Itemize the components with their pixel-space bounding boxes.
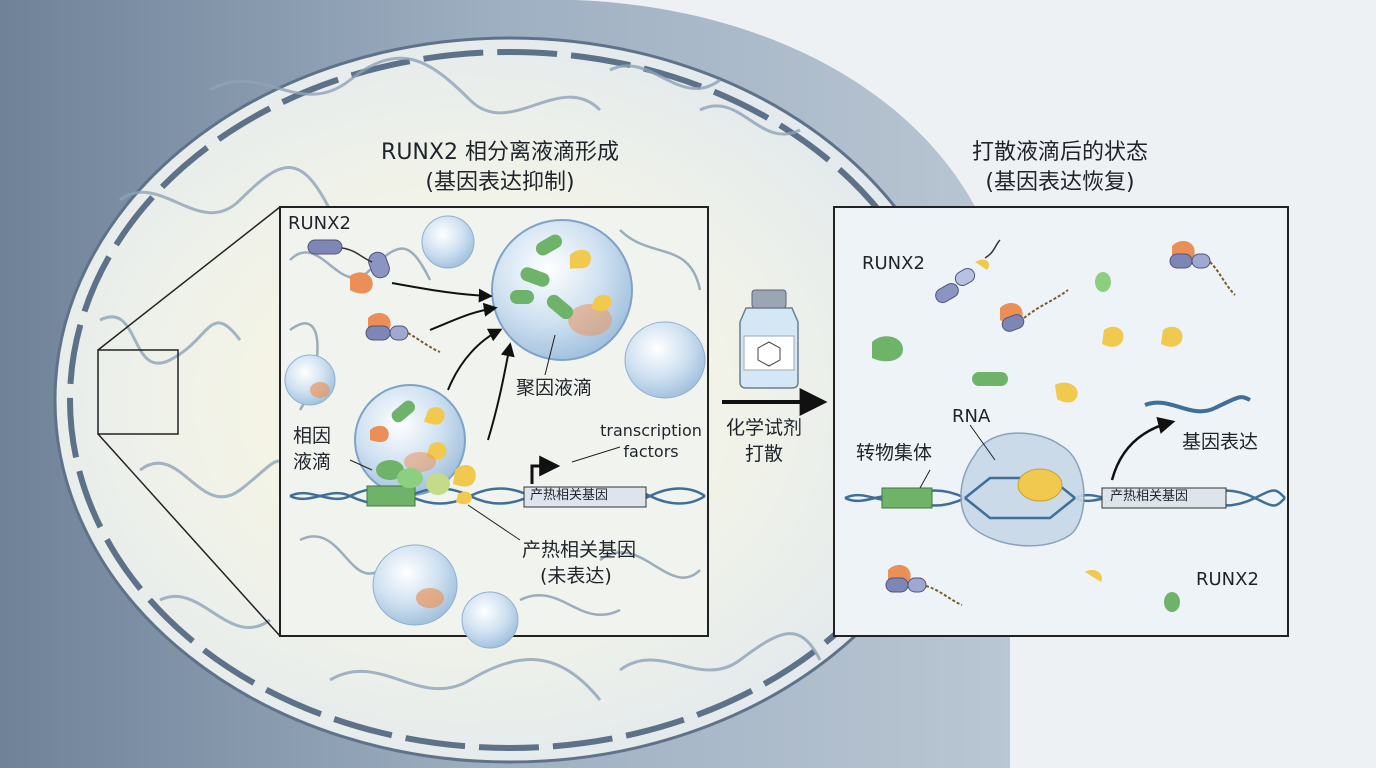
phase-droplet-contents: [370, 400, 447, 472]
droplet: [624, 321, 706, 399]
transcription-complex-label: 转物集体: [856, 442, 933, 464]
promoter-arrow: [530, 455, 561, 484]
zoom-line-top: [97, 206, 281, 351]
tf-label-line1: transcription: [600, 421, 702, 440]
recruit-arrow: [429, 302, 498, 331]
expression-arrow: [1110, 416, 1176, 481]
right-title-line1: 打散液滴后的状态: [971, 140, 1148, 165]
runx2-protein: [1000, 289, 1069, 332]
right-title-line2: (基因表达恢复): [985, 170, 1135, 195]
leader-line: [467, 504, 521, 541]
recruit-arrow: [487, 342, 515, 441]
expression-label: 基因表达: [1182, 431, 1259, 453]
polymerase-core: [1017, 468, 1063, 502]
gene-box-left: [523, 486, 647, 508]
gene-box-right: [1101, 487, 1227, 509]
runx2-protein: [1169, 241, 1236, 296]
phase-droplet-label-line1: 相因: [293, 425, 332, 447]
gene-box-left-text: 产热相关基因: [530, 488, 609, 503]
runx2-protein: [935, 239, 1001, 304]
leader-line: [571, 446, 621, 463]
zoom-line-bottom: [97, 433, 281, 637]
orange-core: [310, 382, 330, 398]
reagent-vial: [739, 289, 799, 389]
droplet: [421, 215, 475, 269]
leader-line: [919, 469, 931, 489]
runx2-label-right-bottom: RUNX2: [1196, 569, 1259, 590]
orange-core: [416, 588, 444, 608]
runx2-protein: [885, 565, 963, 606]
rna-label: RNA: [952, 406, 991, 427]
droplet: [372, 544, 458, 626]
left-title-line2: (基因表达抑制): [425, 170, 575, 195]
recruit-arrow: [447, 328, 503, 391]
zoom-region: [97, 349, 179, 435]
green-dna-block: [366, 485, 416, 507]
runx2-label-right-top: RUNX2: [862, 253, 925, 274]
free-protein: [872, 272, 1183, 612]
right-panel: [833, 206, 1289, 637]
leader-line: [544, 334, 556, 376]
runx2-protein: [365, 313, 441, 353]
left-panel-chromatin: [289, 229, 702, 617]
mrna-strand: [1144, 395, 1251, 414]
green-dna-block: [881, 487, 933, 509]
recruit-arrow: [391, 282, 493, 303]
reagent-label-line2: 打散: [745, 443, 784, 465]
bound-proteins: [376, 460, 476, 505]
runx2-protein: [307, 239, 390, 294]
droplet: [284, 354, 336, 406]
left-title-line1: RUNX2 相分离液滴形成: [381, 140, 619, 165]
leader-line: [349, 459, 373, 471]
runx2-label-left: RUNX2: [288, 213, 351, 234]
phase-droplet-label-line2: 液滴: [293, 451, 332, 473]
leader-line: [969, 424, 996, 461]
condensate-label: 聚因液滴: [516, 377, 593, 399]
reagent-label-line1: 化学试剂: [726, 417, 803, 439]
tf-label-line2: factors: [623, 442, 679, 461]
gene-label-left-line1: 产热相关基因: [522, 539, 637, 561]
condensate-contents: [510, 234, 612, 336]
droplet: [461, 591, 519, 649]
gene-box-right-text: 产热相关基因: [1110, 489, 1189, 504]
gene-label-left-line2: (未表达): [540, 565, 612, 587]
